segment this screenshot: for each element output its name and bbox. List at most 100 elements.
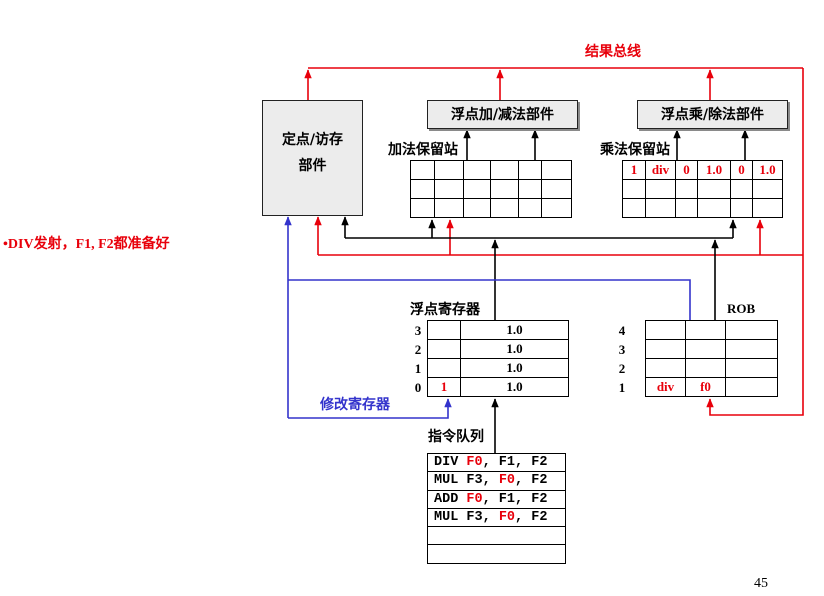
fp-mul-unit: 浮点乘/除法部件 xyxy=(637,100,788,129)
add-rs-cell xyxy=(464,199,491,218)
rob-entry-number: 1 xyxy=(618,380,626,395)
register-tag-cell xyxy=(428,340,461,359)
rob-cell xyxy=(646,359,686,378)
result-bus-to-rob-arrow xyxy=(706,68,804,416)
register-number: 1 xyxy=(414,361,422,376)
instruction-text: , F2 xyxy=(515,473,548,489)
register-value-cell: 1.0 xyxy=(461,359,569,378)
instruction-text: ADD xyxy=(434,491,467,507)
rob-cell: div xyxy=(646,378,686,397)
rob-cell xyxy=(686,359,726,378)
mul-rs-cell xyxy=(731,199,753,218)
mul-rs-cell: 0 xyxy=(731,161,753,180)
add-rs-cell xyxy=(542,199,572,218)
instruction-register-highlight: F0 xyxy=(466,491,483,507)
add-rs-cell xyxy=(435,161,464,180)
register-value-cell: 1.0 xyxy=(461,321,569,340)
rob-entry-numbers: 4 3 2 1 xyxy=(612,321,632,397)
add-rs-label: 加法保留站 xyxy=(388,142,458,158)
slide-note: •DIV发射，F1, F2都准备好 xyxy=(3,237,170,252)
rob-cell xyxy=(686,340,726,359)
rob-entry-number: 2 xyxy=(618,361,626,376)
instruction-queue-label: 指令队列 xyxy=(428,429,484,445)
instruction-register-highlight: F0 xyxy=(466,455,483,470)
instruction-row xyxy=(428,527,566,546)
result-bus-label: 结果总线 xyxy=(585,44,641,60)
mul-rs-cell: 1.0 xyxy=(698,161,731,180)
fp-mul-unit-label: 浮点乘/除法部件 xyxy=(660,106,765,123)
add-rs-cell xyxy=(464,161,491,180)
add-rs-cell xyxy=(519,180,542,199)
add-rs-cell xyxy=(411,199,435,218)
add-rs-cell xyxy=(411,161,435,180)
add-rs-cell xyxy=(491,180,519,199)
add-rs-cell xyxy=(542,161,572,180)
register-value-cell: 1.0 xyxy=(461,340,569,359)
fp-register-numbers: 3 2 1 0 xyxy=(408,321,428,397)
rob-cell xyxy=(726,378,778,397)
mul-rs-label: 乘法保留站 xyxy=(600,142,670,158)
modify-register-label: 修改寄存器 xyxy=(320,397,390,413)
add-rs-cell xyxy=(411,180,435,199)
rob-cell xyxy=(726,340,778,359)
instruction-row xyxy=(428,545,566,564)
add-rs-cell xyxy=(491,199,519,218)
mul-rs-cell xyxy=(698,180,731,199)
mul-rs-cell xyxy=(623,199,646,218)
int-mem-unit-label-line-2: 部件 xyxy=(298,158,327,174)
page-number: 45 xyxy=(754,576,768,591)
register-tag-cell xyxy=(428,321,461,340)
instruction-register-highlight: F0 xyxy=(498,473,516,489)
instruction-text: MUL F3, xyxy=(434,509,499,525)
register-number: 0 xyxy=(414,380,422,395)
mul-rs-cell: 1.0 xyxy=(753,161,783,180)
add-rs-cell xyxy=(519,161,542,180)
rob-cell xyxy=(686,321,726,340)
instruction-row: DIV F0, F1, F2 xyxy=(428,454,566,473)
rob-entry-number: 4 xyxy=(618,323,626,338)
rob-to-modify-path-line xyxy=(288,279,691,320)
add-rs-cell xyxy=(519,199,542,218)
add-reservation-station xyxy=(410,160,572,218)
fp-add-unit: 浮点加/减法部件 xyxy=(427,100,578,129)
rob-cell xyxy=(726,359,778,378)
mul-rs-cell xyxy=(698,199,731,218)
register-tag-cell: 1 xyxy=(428,378,461,397)
rob-cell xyxy=(646,340,686,359)
add-rs-cell xyxy=(542,180,572,199)
add-rs-cell xyxy=(435,199,464,218)
int-mem-unit-label-line-1: 定点/访存 xyxy=(281,132,344,148)
instruction-row: MUL F3, F0, F2 xyxy=(428,508,566,528)
fp-register-file-label: 浮点寄存器 xyxy=(410,302,480,318)
mul-rs-cell xyxy=(646,199,676,218)
instruction-text: DIV xyxy=(434,455,467,470)
mul-rs-cell xyxy=(753,180,783,199)
instruction-text: , F1, F2 xyxy=(482,455,548,470)
add-rs-cell xyxy=(435,180,464,199)
mul-rs-cell xyxy=(676,199,698,218)
rob-entry-number: 3 xyxy=(618,342,626,357)
register-value-cell: 1.0 xyxy=(461,378,569,397)
rob-cell xyxy=(726,321,778,340)
mul-rs-cell xyxy=(731,180,753,199)
mul-rs-cell xyxy=(646,180,676,199)
rob-cell xyxy=(646,321,686,340)
int-mem-unit: 定点/访存 部件 xyxy=(262,100,363,216)
register-number: 2 xyxy=(414,342,422,357)
rob-label: ROB xyxy=(727,301,756,316)
mul-rs-cell xyxy=(676,180,698,199)
mul-rs-cell xyxy=(753,199,783,218)
mul-rs-cell xyxy=(623,180,646,199)
mul-rs-cell: div xyxy=(646,161,676,180)
instruction-row: ADD F0, F1, F2 xyxy=(428,490,566,509)
instruction-text: , F2 xyxy=(515,509,548,525)
register-number: 3 xyxy=(414,323,422,338)
mul-rs-cell: 0 xyxy=(676,161,698,180)
rob-cell: f0 xyxy=(686,378,726,397)
